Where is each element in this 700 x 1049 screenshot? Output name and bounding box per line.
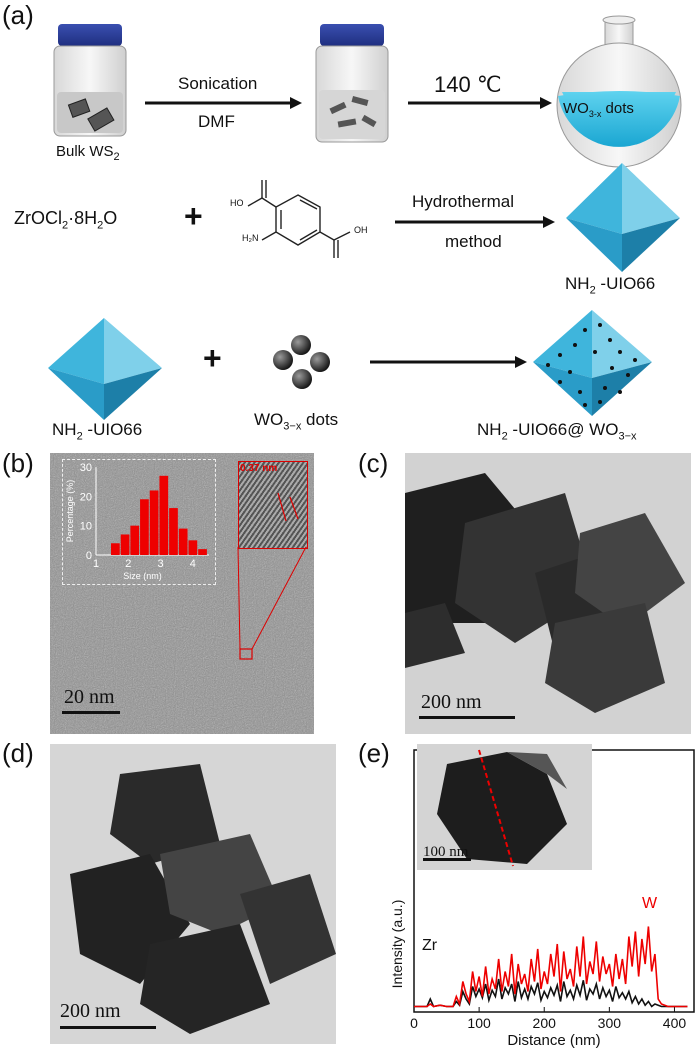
hist-x-tick: 3 [158, 558, 164, 570]
hist-bar [169, 508, 178, 555]
panel-label-d: (d) [2, 738, 34, 768]
hist-bar [198, 549, 207, 555]
linescan-y-label: Intensity (a.u.) [389, 900, 405, 989]
hist-bar [178, 528, 188, 555]
wo3-dots-icon [273, 335, 330, 389]
scale-bar-b: 20 nm [64, 686, 115, 708]
flask-dots-label: WO3-x dots [563, 100, 634, 119]
series-zr-label: Zr [422, 937, 438, 954]
hist-bar [140, 499, 149, 555]
plus-sign-2: + [203, 340, 222, 376]
tem-crystals-c [405, 473, 685, 713]
bulk-ws2-label: Bulk WS2 [56, 143, 120, 163]
linescan-x-tick: 100 [467, 1015, 491, 1031]
hist-y-tick: 30 [80, 462, 92, 474]
hydrothermal-label: Hydrothermal [412, 192, 515, 211]
linescan-x-tick: 300 [598, 1015, 622, 1031]
hist-x-label: Size (nm) [123, 571, 162, 581]
series-w-line [414, 926, 688, 1008]
dmf-label: DMF [198, 112, 235, 131]
composite-label: NH2 -UIO66@ WO3−x [477, 420, 637, 443]
mof-octahedron-icon [566, 163, 680, 272]
mof-label-2: NH2 -UIO66 [52, 420, 143, 443]
scale-bar-d: 200 nm [60, 1000, 121, 1022]
hist-x-tick: 1 [93, 558, 99, 570]
series-zr-line [414, 978, 688, 1008]
panel-label-c: (c) [358, 448, 389, 478]
linescan-x-label: Distance (nm) [507, 1032, 600, 1049]
scale-bar-e: 100 nm [423, 844, 469, 860]
hist-x-tick: 2 [125, 558, 131, 570]
wo3-dots-label: WO3−x dots [254, 410, 339, 433]
tem-image-c: 200 nm [405, 453, 691, 734]
plus-sign-1: + [184, 198, 203, 234]
panel-label-e: (e) [358, 738, 390, 768]
hist-y-tick: 20 [80, 491, 92, 503]
vial-dispersion-icon [315, 24, 389, 143]
molecule-nh2-label: H₂N [242, 233, 259, 243]
temperature-label: 140 ℃ [434, 72, 502, 97]
panel-label-b: (b) [2, 448, 34, 478]
composite-octahedron-icon [533, 310, 652, 416]
scale-bar-c: 200 nm [421, 691, 482, 713]
panel-label-a: (a) [2, 0, 34, 30]
synthesis-scheme [48, 15, 682, 420]
hist-y-tick: 0 [86, 550, 92, 562]
tem-crystals-d [70, 764, 336, 1034]
zr-precursor-label: ZrOCl2·8H2O [14, 208, 118, 232]
sonication-label: Sonication [178, 74, 258, 93]
zoom-lines [237, 492, 307, 660]
linescan-x-tick: 0 [410, 1015, 418, 1031]
molecule-oh-label: OH [354, 225, 368, 235]
hist-y-tick: 10 [80, 521, 92, 533]
flask-icon [556, 15, 682, 168]
series-w-label: W [642, 895, 658, 912]
hist-x-tick: 4 [190, 558, 196, 570]
method-label: method [445, 232, 502, 251]
linescan-x-tick: 200 [533, 1015, 557, 1031]
hist-y-label: Percentage (%) [65, 480, 75, 543]
mof-octahedron-icon-2 [48, 318, 162, 420]
hist-bar [149, 490, 159, 555]
vial-bulk-icon [53, 24, 127, 137]
hist-bar [159, 475, 169, 555]
tem-image-d: 200 nm [50, 744, 336, 1044]
lattice-inset [238, 461, 308, 549]
mof-label-1: NH2 -UIO66 [565, 274, 656, 297]
molecule-ho-label: HO [230, 198, 244, 208]
haadf-inset: 100 nm [417, 744, 592, 870]
hist-bar [188, 540, 198, 555]
linescan-x-tick: 400 [663, 1015, 687, 1031]
hist-bar [130, 525, 140, 555]
hist-bar [111, 543, 120, 555]
molecule-icon [247, 180, 351, 258]
hist-bar [120, 534, 130, 555]
lattice-spacing-label: 0.37 nm [240, 463, 278, 474]
